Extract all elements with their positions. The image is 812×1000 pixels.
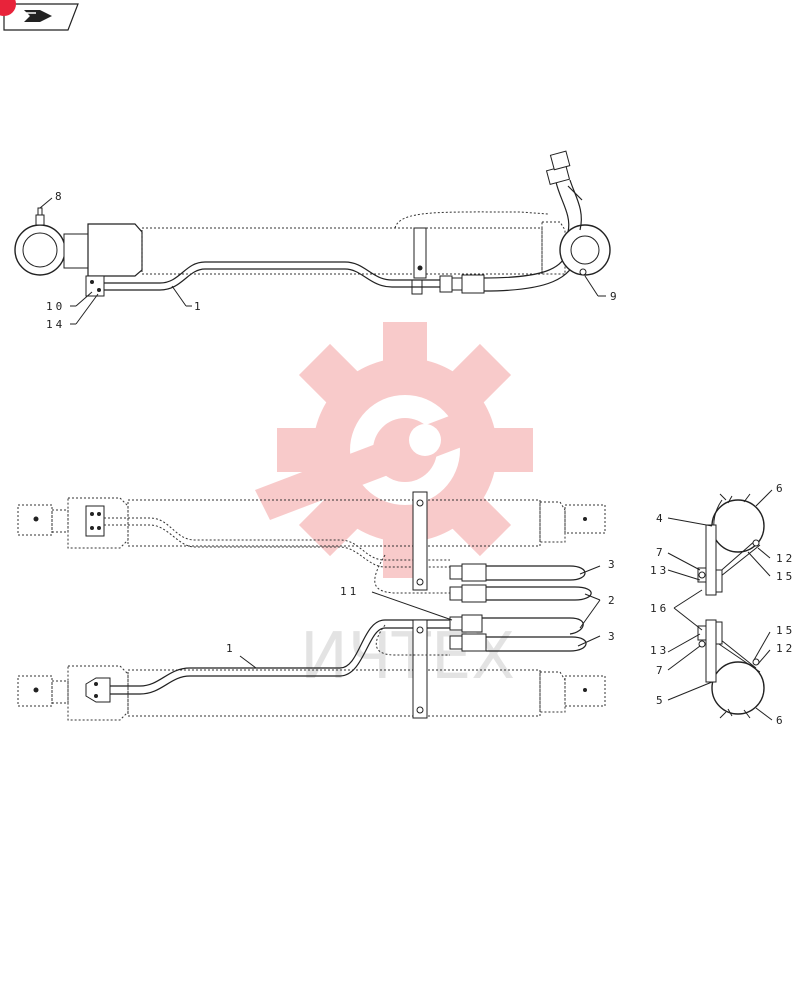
svg-text:9: 9 <box>610 290 620 303</box>
callout-4: 4 <box>656 512 713 527</box>
callout-12-top: 12 <box>757 547 795 565</box>
callout-14: 14 <box>46 293 99 331</box>
watermark-text: ИЧТЕХ <box>300 620 515 694</box>
svg-text:10: 10 <box>46 300 65 313</box>
callout-1-bottom: 1 <box>226 642 257 669</box>
callout-8: 8 <box>39 190 65 209</box>
svg-text:6: 6 <box>776 482 786 495</box>
callout-1-top: 1 <box>171 285 204 313</box>
callout-11: 11 <box>340 585 453 621</box>
bottom-cylinder-assembly <box>17 614 606 721</box>
svg-text:6: 6 <box>776 714 786 727</box>
clamp-section-bottom <box>697 619 765 719</box>
svg-text:1: 1 <box>194 300 204 313</box>
watermark-gear-icon <box>255 322 533 578</box>
svg-text:5: 5 <box>656 694 666 707</box>
clamp-section-top <box>697 493 765 596</box>
nav-badge <box>0 0 16 16</box>
callout-5: 5 <box>656 681 713 707</box>
callout-6-bottom: 6 <box>755 707 786 727</box>
callout-7-top: 7 <box>656 546 701 571</box>
callout-10: 10 <box>46 291 93 313</box>
svg-text:16: 16 <box>650 602 669 615</box>
svg-text:1: 1 <box>226 642 236 655</box>
svg-text:13: 13 <box>650 644 669 657</box>
svg-text:12: 12 <box>776 642 795 655</box>
top-cylinder-assembly <box>14 150 611 297</box>
svg-text:8: 8 <box>55 190 65 203</box>
svg-text:12: 12 <box>776 552 795 565</box>
svg-text:13: 13 <box>650 564 669 577</box>
svg-text:4: 4 <box>656 512 666 525</box>
callout-3-upper: 3 <box>579 558 618 575</box>
middle-cylinder-assembly <box>17 491 606 603</box>
svg-text:15: 15 <box>776 570 795 583</box>
svg-text:3: 3 <box>608 558 618 571</box>
callout-2: 2 <box>579 593 618 629</box>
callout-15-top: 15 <box>747 551 795 583</box>
callout-9: 9 <box>584 275 620 303</box>
nav-tab[interactable] <box>0 0 79 31</box>
callout-15-bottom: 15 <box>753 624 795 661</box>
svg-text:3: 3 <box>608 630 618 643</box>
callout-16: 16 <box>650 589 703 631</box>
callout-12-bottom: 12 <box>757 642 795 665</box>
svg-text:2: 2 <box>608 594 618 607</box>
callout-6-top: 6 <box>755 482 786 507</box>
forward-arrow-icon <box>24 10 52 22</box>
callout-13-bottom: 13 <box>650 633 701 657</box>
callout-7-bottom: 7 <box>656 645 701 677</box>
svg-text:11: 11 <box>340 585 359 598</box>
callout-3-lower: 3 <box>577 630 618 647</box>
svg-text:7: 7 <box>656 546 666 559</box>
callout-13-top: 13 <box>650 564 701 581</box>
svg-text:7: 7 <box>656 664 666 677</box>
svg-text:14: 14 <box>46 318 65 331</box>
svg-text:15: 15 <box>776 624 795 637</box>
